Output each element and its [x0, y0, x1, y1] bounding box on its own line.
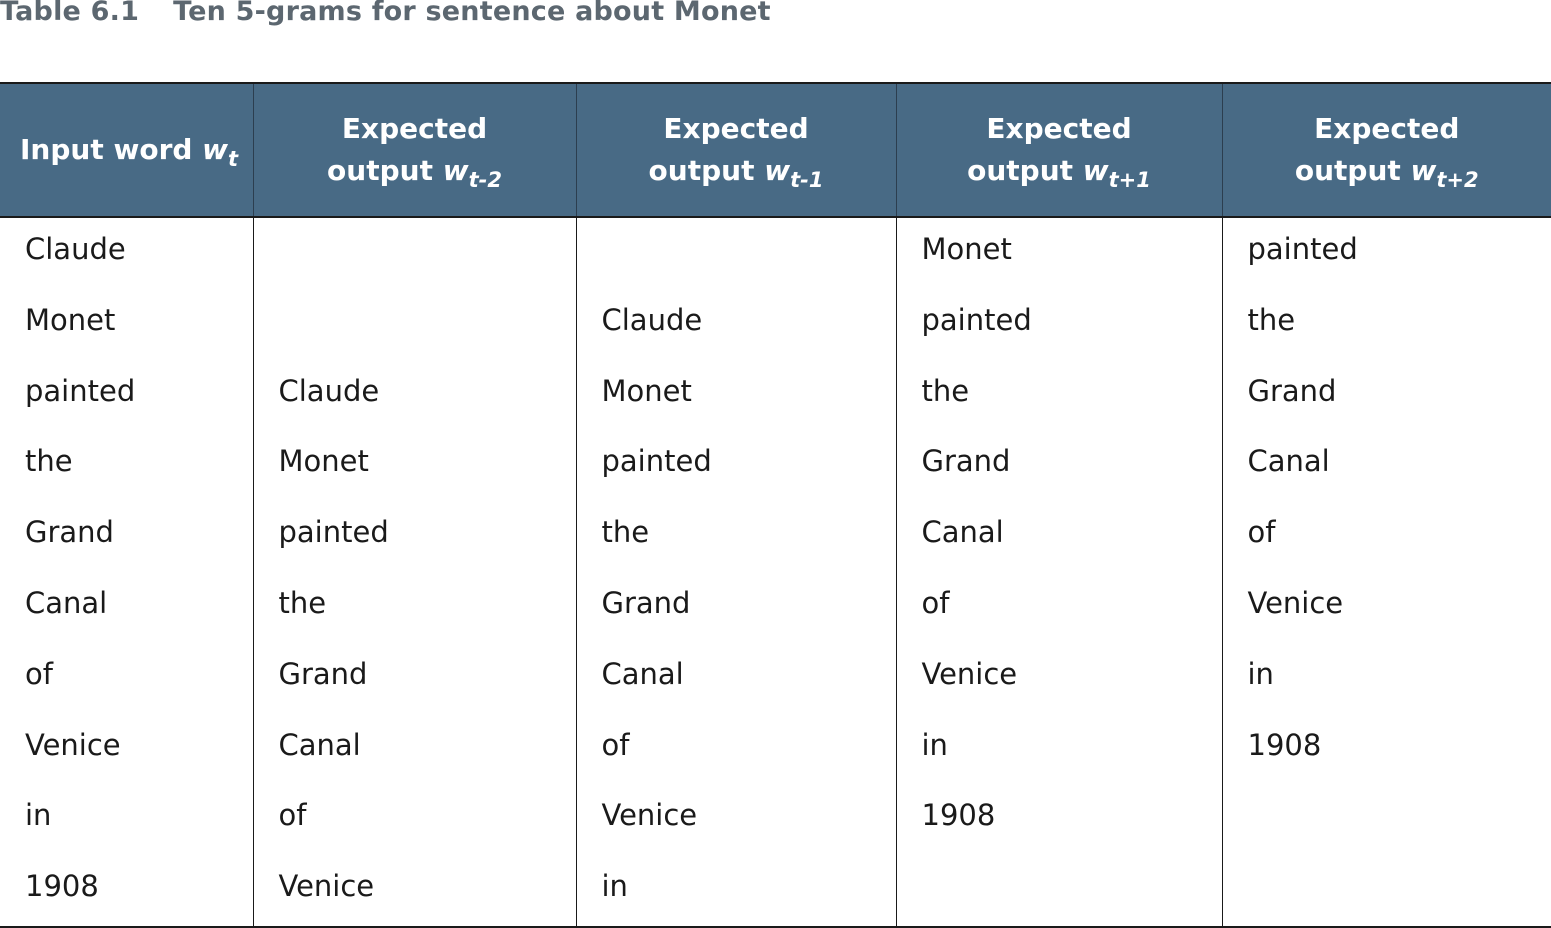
table-title: Ten 5-grams for sentence about Monet — [173, 0, 771, 27]
header-variable: w — [1411, 154, 1437, 187]
table-cell: Monet — [576, 360, 896, 431]
table-cell: 1908 — [896, 784, 1222, 855]
table-cell: Grand — [896, 430, 1222, 501]
header-variable: w — [443, 154, 469, 187]
header-variable: w — [1083, 154, 1109, 187]
table-cell: 1908 — [1222, 714, 1551, 785]
table-row: the Monet painted Grand Canal — [0, 430, 1551, 501]
header-row: Input word wt Expected output wt-2 Expec… — [0, 84, 1551, 217]
header-label-line1: Expected — [1223, 108, 1551, 150]
table-cell: the — [0, 430, 253, 501]
table-cell: painted — [1222, 217, 1551, 289]
table-cell: Monet — [0, 289, 253, 360]
table-caption: Table 6.1 Ten 5-grams for sentence about … — [0, 0, 771, 27]
header-label-line1: Expected — [897, 108, 1222, 150]
table-cell: Grand — [576, 572, 896, 643]
table-cell: in — [896, 714, 1222, 785]
table-cell: the — [253, 572, 576, 643]
table-row: Venice Canal of in 1908 — [0, 714, 1551, 785]
table-row: painted Claude Monet the Grand — [0, 360, 1551, 431]
table-cell: in — [576, 855, 896, 927]
header-label-line2: output — [649, 154, 755, 187]
table-cell: of — [1222, 501, 1551, 572]
table-cell: Claude — [253, 360, 576, 431]
table-cell: Canal — [576, 643, 896, 714]
table-row: Canal the Grand of Venice — [0, 572, 1551, 643]
table-header: Input word wt Expected output wt-2 Expec… — [0, 84, 1551, 217]
table-cell: Canal — [0, 572, 253, 643]
header-subscript: t-1 — [790, 168, 823, 192]
table-row: Grand painted the Canal of — [0, 501, 1551, 572]
table-cell: of — [0, 643, 253, 714]
table-cell: Monet — [896, 217, 1222, 289]
header-label-line2: output — [967, 154, 1073, 187]
table-cell — [1222, 784, 1551, 855]
table-cell: Venice — [1222, 572, 1551, 643]
header-subscript: t+2 — [1436, 168, 1478, 192]
header-subscript: t+1 — [1109, 168, 1151, 192]
table-cell: Canal — [253, 714, 576, 785]
table-cell — [253, 217, 576, 289]
table-cell: the — [1222, 289, 1551, 360]
table-cell: of — [576, 714, 896, 785]
table-body: Claude Monet painted Monet Claude painte… — [0, 217, 1551, 927]
table-cell: Venice — [253, 855, 576, 927]
table-row: of Grand Canal Venice in — [0, 643, 1551, 714]
table-cell: Grand — [0, 501, 253, 572]
table-cell: Canal — [1222, 430, 1551, 501]
table-cell — [896, 855, 1222, 927]
table-cell: in — [1222, 643, 1551, 714]
table-cell: Monet — [253, 430, 576, 501]
table-row: Claude Monet painted — [0, 217, 1551, 289]
table-cell: painted — [896, 289, 1222, 360]
header-input-word: Input word wt — [0, 84, 253, 217]
table-cell: of — [896, 572, 1222, 643]
table-row: in of Venice 1908 — [0, 784, 1551, 855]
header-label-line2: output — [1295, 154, 1401, 187]
table-cell: the — [896, 360, 1222, 431]
table-cell: painted — [253, 501, 576, 572]
table-cell: painted — [576, 430, 896, 501]
table-cell: Venice — [0, 714, 253, 785]
table-cell — [1222, 855, 1551, 927]
table-cell — [253, 289, 576, 360]
table-cell: Claude — [0, 217, 253, 289]
table-cell: of — [253, 784, 576, 855]
header-variable: w — [202, 133, 228, 166]
table-cell: Canal — [896, 501, 1222, 572]
table-row: 1908 Venice in — [0, 855, 1551, 927]
table-cell: Grand — [1222, 360, 1551, 431]
header-expected-t-plus-2: Expected output wt+2 — [1222, 84, 1551, 217]
table-cell: Grand — [253, 643, 576, 714]
header-subscript: t — [228, 147, 238, 171]
header-label-line1: Expected — [577, 108, 896, 150]
header-label: Input word — [20, 133, 192, 166]
table-cell: Venice — [576, 784, 896, 855]
table-cell: painted — [0, 360, 253, 431]
table-number: Table 6.1 — [0, 0, 139, 27]
table-cell: Claude — [576, 289, 896, 360]
table-cell: in — [0, 784, 253, 855]
header-expected-t-plus-1: Expected output wt+1 — [896, 84, 1222, 217]
ngram-table: Input word wt Expected output wt-2 Expec… — [0, 84, 1551, 928]
table-cell: the — [576, 501, 896, 572]
header-variable: w — [764, 154, 790, 187]
header-expected-t-minus-2: Expected output wt-2 — [253, 84, 576, 217]
table-cell — [576, 217, 896, 289]
header-subscript: t-2 — [469, 168, 502, 192]
header-expected-t-minus-1: Expected output wt-1 — [576, 84, 896, 217]
header-label-line1: Expected — [254, 108, 576, 150]
table-cell: 1908 — [0, 855, 253, 927]
table-cell: Venice — [896, 643, 1222, 714]
table-row: Monet Claude painted the — [0, 289, 1551, 360]
header-label-line2: output — [327, 154, 433, 187]
